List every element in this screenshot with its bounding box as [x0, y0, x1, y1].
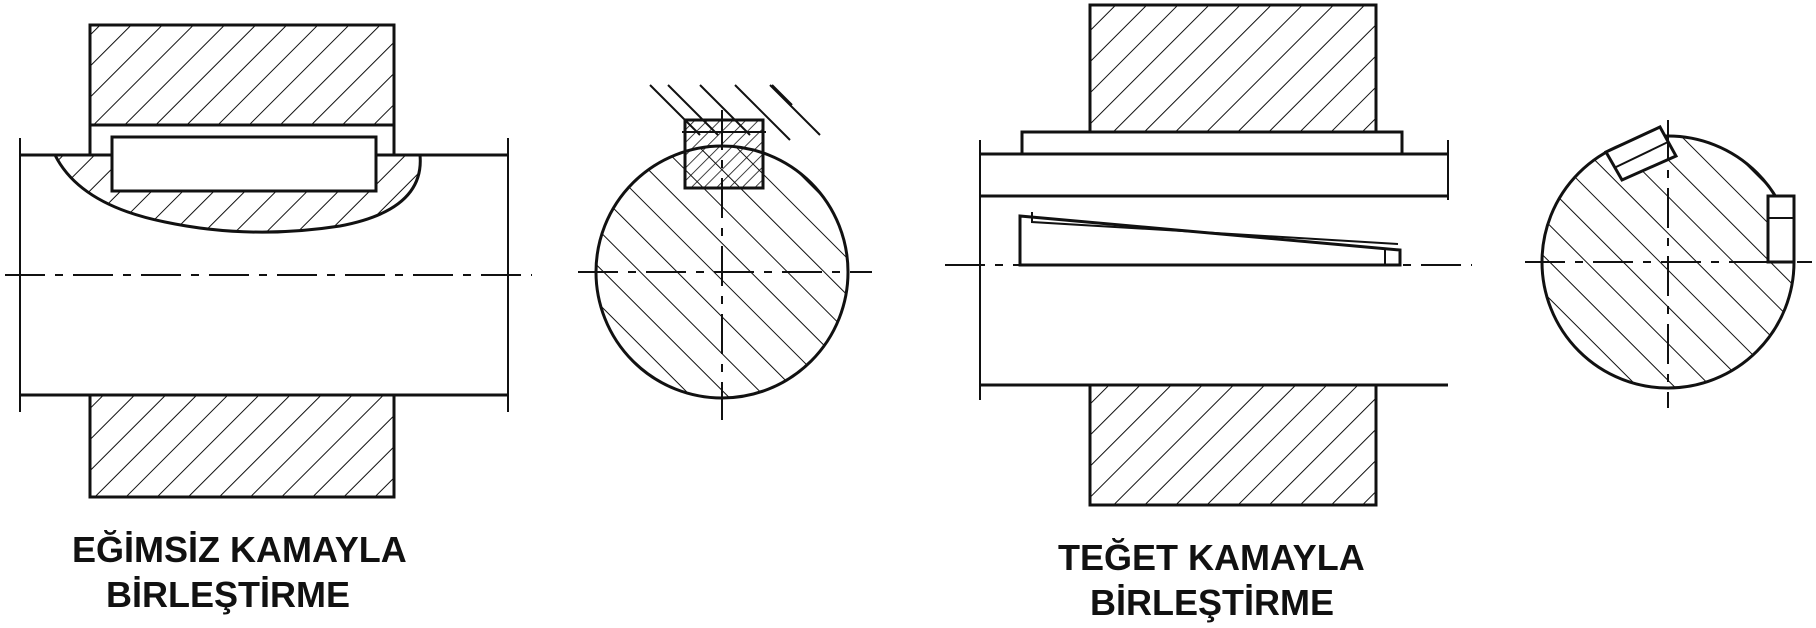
tapered-key-upper	[1031, 212, 1399, 245]
upper-hub	[1088, 3, 1378, 134]
tangent-keyseat-top	[1603, 125, 1679, 182]
lower-hub	[1088, 383, 1378, 507]
upper-hub	[88, 23, 396, 127]
caption-tangent-key-line1: TEĞET KAMAYLA	[1058, 537, 1365, 578]
tangent-key-joint-side-view	[945, 3, 1472, 507]
tapered-key	[1018, 214, 1402, 267]
lower-hub	[88, 393, 396, 499]
tangent-key-joint-cross-section	[1525, 120, 1812, 408]
tangent-keyseat-top-inner	[1613, 141, 1669, 169]
key-section	[683, 118, 765, 190]
tangent-key-plate	[1020, 130, 1404, 156]
flat-key-joint-side-view	[5, 23, 532, 499]
flat-key	[110, 135, 378, 193]
caption-tangent-key-line2: BİRLEŞTİRME	[1090, 582, 1335, 623]
flat-key-joint-cross-section	[578, 84, 872, 420]
caption-flat-key-line1: EĞİMSİZ KAMAYLA	[72, 529, 407, 570]
caption-flat-key-line2: BİRLEŞTİRME	[106, 574, 351, 615]
tangent-keyseat-right	[1766, 194, 1796, 264]
